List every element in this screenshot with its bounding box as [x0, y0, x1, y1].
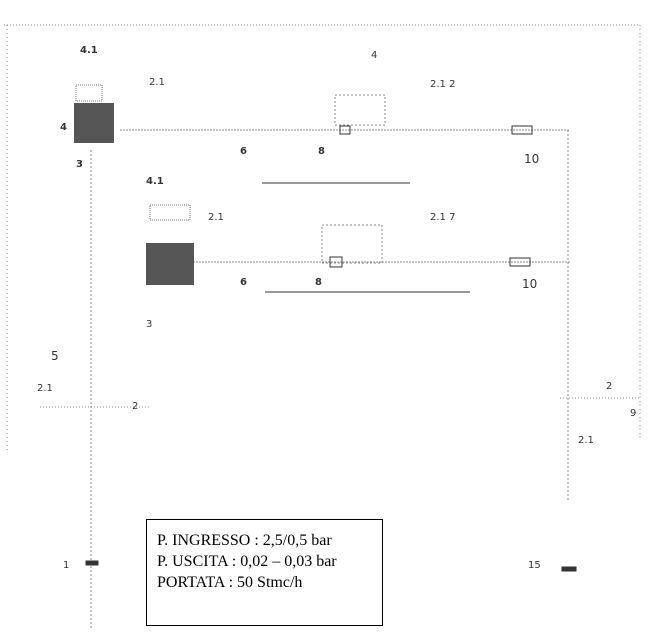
- label-4-1-mid: 4.1: [146, 176, 164, 187]
- label-2-1-7-mid: 2.1 7: [430, 212, 456, 223]
- label-6-top: 6: [240, 146, 247, 157]
- specifications-box: P. INGRESSO : 2,5/0,5 bar P. USCITA : 0,…: [146, 519, 383, 626]
- label-8-top: 8: [318, 146, 325, 157]
- label-10-top: 10: [524, 152, 540, 166]
- label-2-1-mid: 2.1: [208, 212, 224, 223]
- label-2-1-right: 2.1: [578, 435, 594, 446]
- label-4-1-top: 4.1: [80, 45, 98, 56]
- label-4-top: 4: [60, 122, 67, 133]
- label-2-right: 2: [606, 381, 613, 392]
- label-9: 9: [630, 408, 637, 419]
- label-5: 5: [51, 349, 59, 363]
- inlet-fitting: [85, 560, 99, 566]
- regulator-mid-head: [149, 204, 191, 221]
- regulator-mid-body: [146, 243, 194, 285]
- outlet-fitting: [561, 566, 577, 572]
- mid-valve-box: [321, 224, 383, 264]
- flow-rate-text: PORTATA : 50 Stmc/h: [157, 574, 303, 591]
- outlet-pressure-text: P. USCITA : 0,02 – 0,03 bar: [157, 553, 337, 570]
- label-2-left: 2: [132, 401, 139, 412]
- label-15: 15: [528, 560, 541, 571]
- regulator-top-head: [75, 84, 103, 102]
- label-3-top: 3: [76, 159, 83, 170]
- label-4: 4: [371, 50, 378, 61]
- label-2-1-2-top: 2.1 2: [430, 79, 456, 90]
- inlet-pressure-text: P. INGRESSO : 2,5/0,5 bar: [157, 532, 332, 549]
- mid-outlet-symbol: [509, 257, 531, 267]
- label-6-mid: 6: [240, 277, 247, 288]
- label-10-mid: 10: [522, 277, 538, 291]
- label-2-1-left: 2.1: [37, 383, 53, 394]
- regulator-top-body: [74, 103, 114, 143]
- label-3-mid: 3: [146, 319, 153, 330]
- top-valve-symbol: [339, 125, 351, 135]
- top-outlet-symbol: [511, 125, 533, 135]
- mid-valve-symbol: [329, 256, 343, 268]
- top-valve-box: [334, 94, 386, 126]
- label-2-1-top: 2.1: [149, 77, 165, 88]
- label-8-mid: 8: [315, 277, 322, 288]
- label-1: 1: [63, 560, 70, 571]
